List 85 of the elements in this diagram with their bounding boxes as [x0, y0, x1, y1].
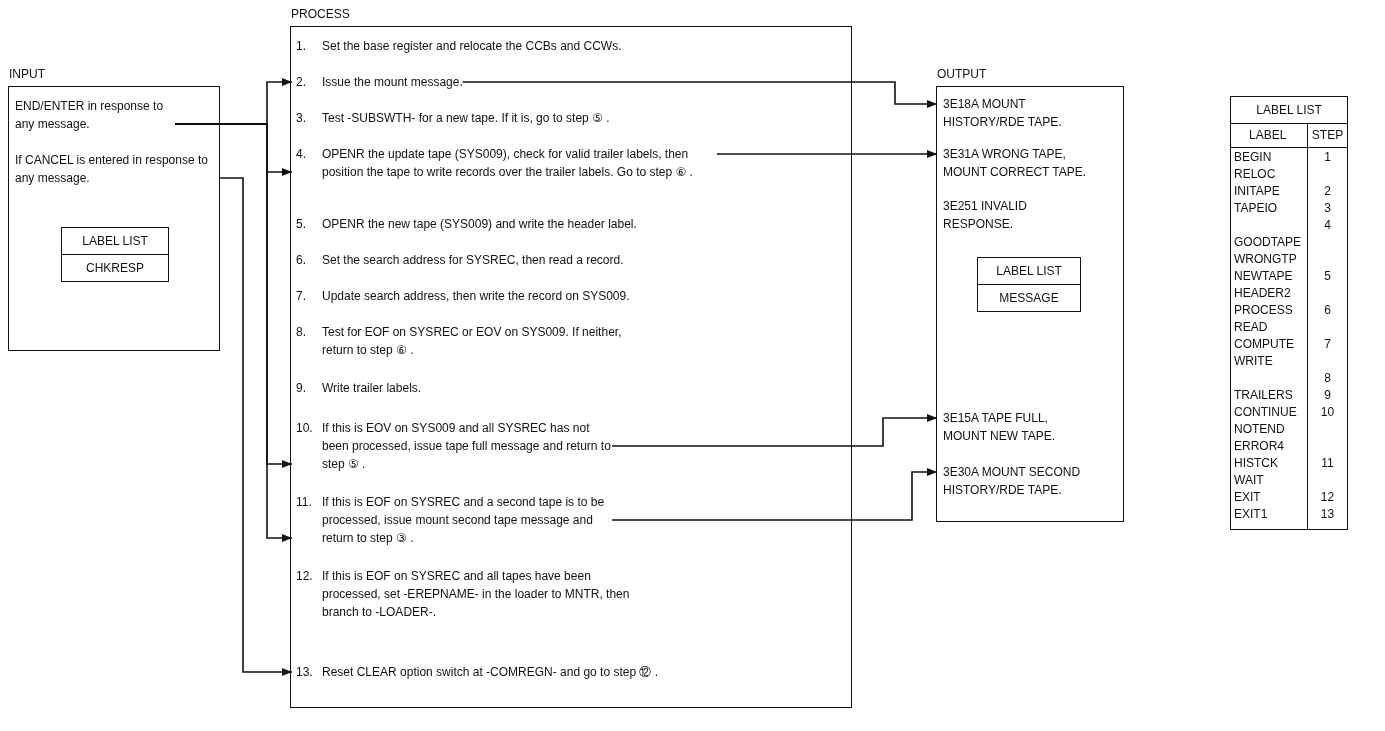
label-name: BEGIN — [1234, 149, 1272, 166]
label-name: HEADER2 — [1234, 285, 1291, 302]
panel-heading: INPUT — [9, 67, 45, 81]
arrow — [174, 123, 293, 542]
label-name: TRAILERS — [1234, 387, 1293, 404]
label-name: WAIT — [1234, 472, 1264, 489]
step-number: 5. — [296, 216, 307, 233]
box-title: LABEL LIST — [82, 234, 148, 248]
step-number: 1. — [296, 38, 307, 55]
step-number: 10 — [1319, 404, 1336, 421]
message-text: 3E18A MOUNT HISTORY/RDE TAPE. — [943, 96, 1063, 131]
column-header: STEP — [1310, 127, 1345, 144]
step-text: Issue the mount message. — [322, 74, 463, 91]
label-name: TAPEIO — [1234, 200, 1278, 217]
panel-heading: PROCESS — [291, 7, 350, 21]
message-text: 3E31A WRONG TAPE, MOUNT CORRECT TAPE. — [943, 146, 1088, 181]
step-number: 3 — [1323, 200, 1332, 217]
step-number: 4. — [296, 146, 307, 163]
label-list-table — [1230, 96, 1348, 530]
arrow — [461, 81, 938, 108]
step-number: 10. — [296, 420, 314, 437]
step-text: Reset CLEAR option switch at -COMREGN- and go to step ⑫ . — [322, 664, 659, 681]
panel-heading: OUTPUT — [937, 67, 987, 81]
step-text: Set the search address for SYSREC, then read a record. — [322, 252, 624, 269]
label-name: EXIT — [1234, 489, 1261, 506]
step-number: 6. — [296, 252, 307, 269]
label-name: INITAPE — [1234, 183, 1280, 200]
step-text: Test for EOF on SYSREC or EOV on SYS009. If neither, return to step ⑥ . — [322, 324, 622, 359]
step-text: Test -SUBSWTH- for a new tape. If it is, go to step ⑤ . — [322, 110, 610, 127]
step-text: Update search address, then write the record on SYS009. — [322, 288, 630, 305]
step-number: 12. — [296, 568, 314, 585]
step-number: 13 — [1319, 506, 1336, 523]
step-number: 11. — [296, 494, 313, 511]
label-name: WRITE — [1234, 353, 1273, 370]
step-number: 2. — [296, 74, 307, 91]
label-name: COMPUTE — [1234, 336, 1294, 353]
step-number: 2 — [1323, 183, 1332, 200]
arrow — [611, 468, 938, 521]
message-text: If CANCEL is entered in response to any message. — [15, 152, 209, 187]
label-name: READ — [1234, 319, 1268, 336]
step-number: 12 — [1319, 489, 1336, 506]
step-number: 11 — [1320, 455, 1335, 472]
step-text: Write trailer labels. — [322, 380, 422, 397]
column-header: LABEL — [1249, 127, 1287, 144]
label-name: MESSAGE — [999, 291, 1059, 305]
step-number: 8 — [1323, 370, 1332, 387]
label-name: NEWTAPE — [1234, 268, 1293, 285]
box-title: LABEL LIST — [996, 264, 1062, 278]
message-text: 3E15A TAPE FULL, MOUNT NEW TAPE. — [943, 410, 1056, 445]
message-text: 3E251 INVALID RESPONSE. — [943, 198, 1028, 233]
step-number: 4 — [1323, 217, 1332, 234]
label-name: NOTEND — [1234, 421, 1285, 438]
label-name: PROCESS — [1234, 302, 1293, 319]
label-list-box — [977, 257, 1081, 312]
arrow — [611, 414, 938, 447]
arrow — [716, 150, 938, 158]
label-name: CONTINUE — [1234, 404, 1297, 421]
label-name: EXIT1 — [1234, 506, 1268, 523]
label-name: RELOC — [1234, 166, 1276, 183]
step-text: If this is EOV on SYS009 and all SYSREC has not been processed, issue tape full message and return to step ⑤ . — [322, 420, 612, 473]
step-text: OPENR the update tape (SYS009), check for valid trailer labels, then position the tape to write records over the trailer labels. Go to step ⑥ . — [322, 146, 694, 181]
step-number: 9 — [1323, 387, 1332, 404]
label-name: WRONGTP — [1234, 251, 1297, 268]
step-text: If this is EOF on SYSREC and a second tape is to be processed, issue mount second tape message and return to step ③ . — [322, 494, 606, 547]
message-text: 3E30A MOUNT SECOND HISTORY/RDE TAPE. — [943, 464, 1082, 499]
label-name: ERROR4 — [1234, 438, 1284, 455]
step-number: 13. — [296, 664, 314, 681]
arrow — [219, 177, 293, 676]
step-text: If this is EOF on SYSREC and all tapes have been processed, set -EREPNAME- in the loader to MNTR, then branch to -LOADER-. — [322, 568, 631, 621]
label-name: GOODTAPE — [1234, 234, 1302, 251]
step-number: 7 — [1323, 336, 1332, 353]
step-text: Set the base register and relocate the CCBs and CCWs. — [322, 38, 622, 55]
step-number: 5 — [1323, 268, 1332, 285]
label-list-box — [61, 227, 169, 282]
step-number: 8. — [296, 324, 307, 341]
step-text: OPENR the new tape (SYS009) and write the header label. — [322, 216, 637, 233]
label-name: CHKRESP — [86, 261, 144, 275]
message-text: END/ENTER in response to any message. — [15, 98, 165, 133]
label-name: HISTCK — [1234, 455, 1278, 472]
step-number: 7. — [296, 288, 307, 305]
step-number: 1 — [1323, 149, 1332, 166]
table-title: LABEL LIST — [1256, 103, 1322, 117]
step-number: 9. — [296, 380, 307, 397]
step-number: 6 — [1323, 302, 1332, 319]
step-number: 3. — [296, 110, 307, 127]
